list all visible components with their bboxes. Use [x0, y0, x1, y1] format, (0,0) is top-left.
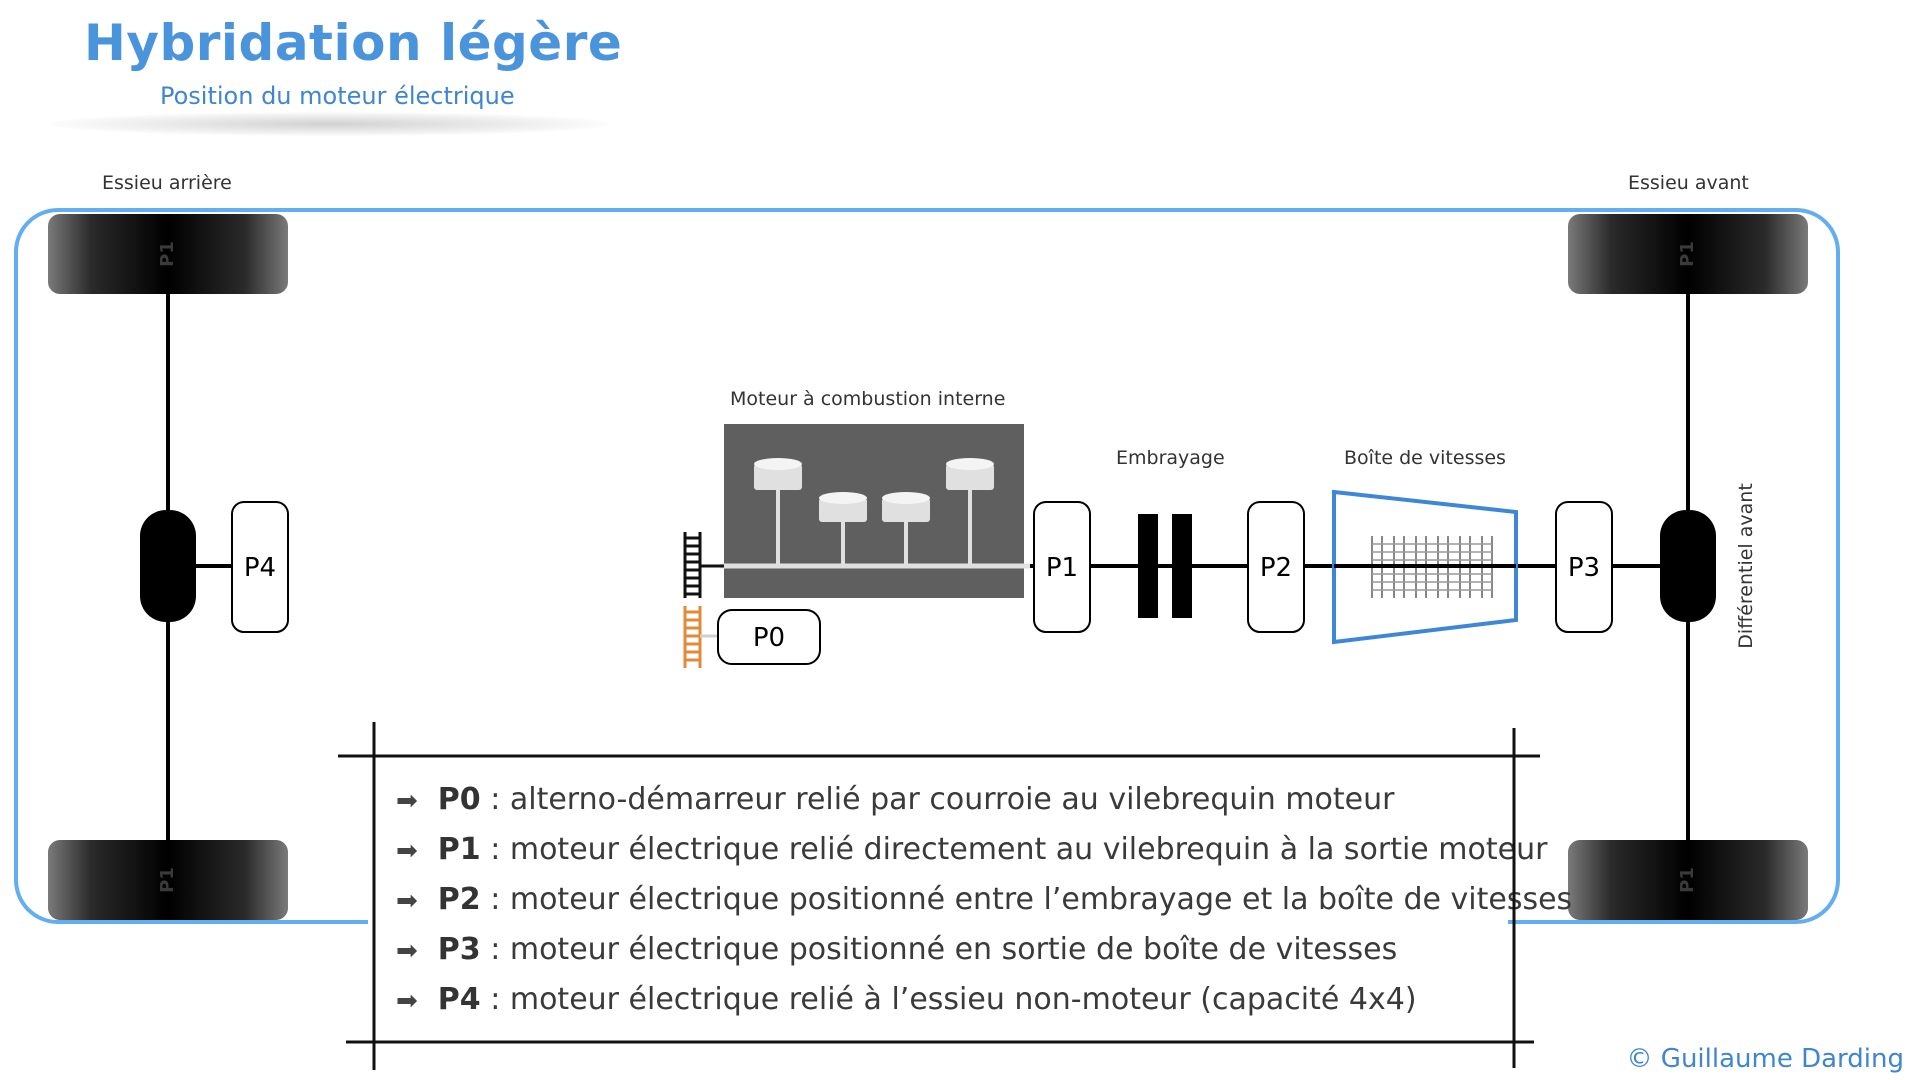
legend-code: P1	[437, 832, 481, 867]
front-axle-label: Essieu avant	[1628, 172, 1749, 194]
page-subtitle: Position du moteur électrique	[160, 82, 515, 110]
legend-text: : moteur électrique relié directement au…	[480, 832, 1548, 867]
tire-mark-front-bottom: P1	[1677, 867, 1698, 893]
p1-label: P1	[1046, 553, 1078, 583]
gearbox	[1332, 489, 1518, 645]
p0-label: P0	[753, 623, 785, 653]
belt-pulley	[683, 606, 718, 668]
rear-differential	[140, 510, 196, 622]
clutch-label: Embrayage	[1116, 447, 1225, 469]
legend-text: : moteur électrique relié à l’essieu non…	[480, 982, 1417, 1017]
arrow-right-icon: ➡	[396, 986, 418, 1016]
copyright-notice: © Guillaume Darding	[1626, 1044, 1904, 1074]
arrow-right-icon: ➡	[396, 936, 418, 966]
p4-motor[interactable]: P4	[231, 501, 289, 633]
engine-block	[724, 424, 1024, 598]
tire-front-bottom	[1568, 840, 1808, 920]
p3-motor[interactable]: P3	[1555, 501, 1613, 633]
legend-item-p0: ➡ P0 : alterno-démarreur relié par courro…	[396, 782, 1394, 817]
title-shadow	[50, 112, 610, 136]
arrow-right-icon: ➡	[396, 786, 418, 816]
p4-label: P4	[244, 553, 276, 583]
legend-item-p4: ➡ P4 : moteur électrique relié à l’essieu…	[396, 982, 1417, 1017]
legend-text: : moteur électrique positionné entre l’e…	[480, 882, 1573, 917]
legend-code: P2	[437, 882, 481, 917]
tire-mark-rear-top: P1	[157, 241, 178, 267]
front-differential-label: Différentiel avant	[1735, 483, 1757, 649]
tire-front-top	[1568, 214, 1808, 294]
page-title: Hybridation légère	[84, 14, 623, 72]
p3-label: P3	[1568, 553, 1600, 583]
legend-text: : alterno-démarreur relié par courroie a…	[480, 782, 1395, 817]
front-differential	[1660, 510, 1716, 622]
tire-rear-bottom	[48, 840, 288, 920]
arrow-right-icon: ➡	[396, 886, 418, 916]
p2-label: P2	[1260, 553, 1292, 583]
arrow-right-icon: ➡	[396, 836, 418, 866]
p0-motor[interactable]: P0	[717, 609, 821, 665]
p2-motor[interactable]: P2	[1247, 501, 1305, 633]
gearbox-label: Boîte de vitesses	[1344, 447, 1506, 469]
legend-code: P0	[437, 782, 481, 817]
rear-axle-label: Essieu arrière	[102, 172, 232, 194]
legend-item-p1: ➡ P1 : moteur électrique relié directemen…	[396, 832, 1547, 867]
legend-item-p3: ➡ P3 : moteur électrique positionné en so…	[396, 932, 1397, 967]
clutch-plate-left	[1138, 514, 1158, 618]
tire-mark-front-top: P1	[1677, 241, 1698, 267]
p1-motor[interactable]: P1	[1033, 501, 1091, 633]
engine-label: Moteur à combustion interne	[730, 388, 1005, 410]
legend-code: P4	[437, 982, 481, 1017]
tire-rear-top	[48, 214, 288, 294]
legend-code: P3	[437, 932, 481, 967]
engine-cylinders	[720, 458, 1030, 569]
tire-mark-rear-bottom: P1	[157, 867, 178, 893]
legend-panel: ➡ P0 : alterno-démarreur relié par courro…	[368, 752, 1572, 1042]
crank-pulley	[683, 532, 724, 598]
legend-text: : moteur électrique positionné en sortie…	[480, 932, 1398, 967]
clutch-plate-right	[1172, 514, 1192, 618]
legend-item-p2: ➡ P2 : moteur électrique positionné entre…	[396, 882, 1572, 917]
